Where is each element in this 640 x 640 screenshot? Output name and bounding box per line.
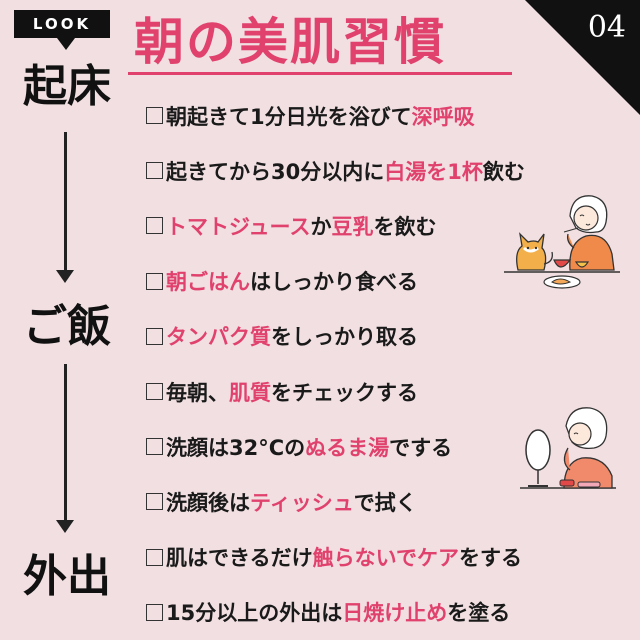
item-text: 毎朝、	[166, 380, 229, 405]
item-text: で拭く	[353, 490, 417, 515]
highlighted-text: 触らないで	[312, 546, 417, 571]
item-text: を飲む	[373, 214, 437, 239]
timeline-line	[64, 132, 67, 272]
highlighted-text: 深呼吸	[411, 104, 475, 129]
checkbox-icon[interactable]	[146, 162, 163, 180]
item-text: を塗る	[447, 601, 511, 626]
checklist-item: タンパク質をしっかり取る	[146, 309, 525, 364]
page-corner	[525, 0, 640, 115]
page-title: 朝の美肌習慣	[134, 13, 446, 71]
item-text: 起きてから30分以内に	[166, 159, 385, 184]
checklist-item: 朝起きて1分日光を浴びて深呼吸	[146, 88, 525, 143]
page-number: 04	[587, 10, 626, 45]
checkbox-icon[interactable]	[146, 107, 163, 125]
look-tag-pointer	[57, 38, 75, 50]
item-text: をしっかり取る	[271, 325, 418, 350]
checkbox-icon[interactable]	[146, 603, 163, 621]
checkbox-icon[interactable]	[146, 272, 163, 290]
item-text: 飲む	[482, 159, 525, 184]
item-text: 15分以上の外出は	[166, 601, 343, 626]
checkbox-icon[interactable]	[146, 217, 163, 235]
checklist-item: 15分以上の外出は日焼け止めを塗る	[146, 585, 525, 640]
woman-at-mirror-illustration	[520, 407, 616, 489]
checklist-item: 肌はできるだけ触らないでケアをする	[146, 530, 525, 585]
checklist-item: 洗顔は32°Cのぬるま湯でする	[146, 419, 525, 474]
highlighted-text: ぬるま湯	[305, 435, 390, 460]
checklist-item: 起きてから30分以内に白湯を1杯飲む	[146, 143, 525, 198]
checklist-item: 毎朝、肌質をチェックする	[146, 364, 525, 419]
checkbox-icon[interactable]	[146, 548, 163, 566]
checkbox-icon[interactable]	[146, 493, 163, 511]
checklist-item: 洗顔後はティッシュで拭く	[146, 474, 525, 529]
item-text: はしっかり食べる	[250, 270, 418, 295]
item-text: をチェックする	[271, 380, 418, 405]
look-tag: LOOK	[14, 10, 110, 38]
timeline-arrow-icon	[56, 520, 74, 533]
checkbox-icon[interactable]	[146, 383, 163, 401]
item-text: でする	[389, 435, 453, 460]
checkbox-icon[interactable]	[146, 327, 163, 345]
highlighted-text: 豆乳	[331, 214, 374, 239]
highlighted-text: 日焼け止め	[342, 601, 448, 626]
item-text: 肌はできるだけ	[166, 546, 313, 571]
item-text: 洗顔は32°Cの	[166, 435, 306, 460]
woman-eating-with-cat-illustration	[504, 195, 620, 289]
checkbox-icon[interactable]	[146, 438, 163, 456]
habit-checklist: 朝起きて1分日光を浴びて深呼吸起きてから30分以内に白湯を1杯飲むトマトジュース…	[146, 88, 525, 640]
stage-meal: ご飯	[23, 301, 111, 352]
highlighted-text: タンパク質	[166, 325, 271, 350]
highlighted-text: ケア	[416, 546, 459, 571]
item-text: か	[310, 214, 332, 239]
item-text: 朝起きて1分日光を浴びて	[166, 104, 412, 129]
highlighted-text: 白湯を1杯	[384, 159, 483, 184]
checklist-item: トマトジュースか豆乳を飲む	[146, 198, 525, 253]
stage-wakeup: 起床	[23, 61, 111, 112]
item-text: 洗顔後は	[166, 490, 250, 515]
highlighted-text: 肌質	[229, 380, 271, 405]
checklist-item: 朝ごはんはしっかり食べる	[146, 254, 525, 309]
highlighted-text: 朝ごはん	[166, 270, 250, 295]
highlighted-text: トマトジュース	[166, 214, 311, 239]
highlighted-text: ティッシュ	[250, 490, 354, 515]
timeline-arrow-icon	[56, 270, 74, 283]
title-underline	[128, 72, 512, 75]
timeline-line	[64, 364, 67, 522]
item-text: をする	[458, 546, 522, 571]
stage-going-out: 外出	[23, 551, 111, 602]
